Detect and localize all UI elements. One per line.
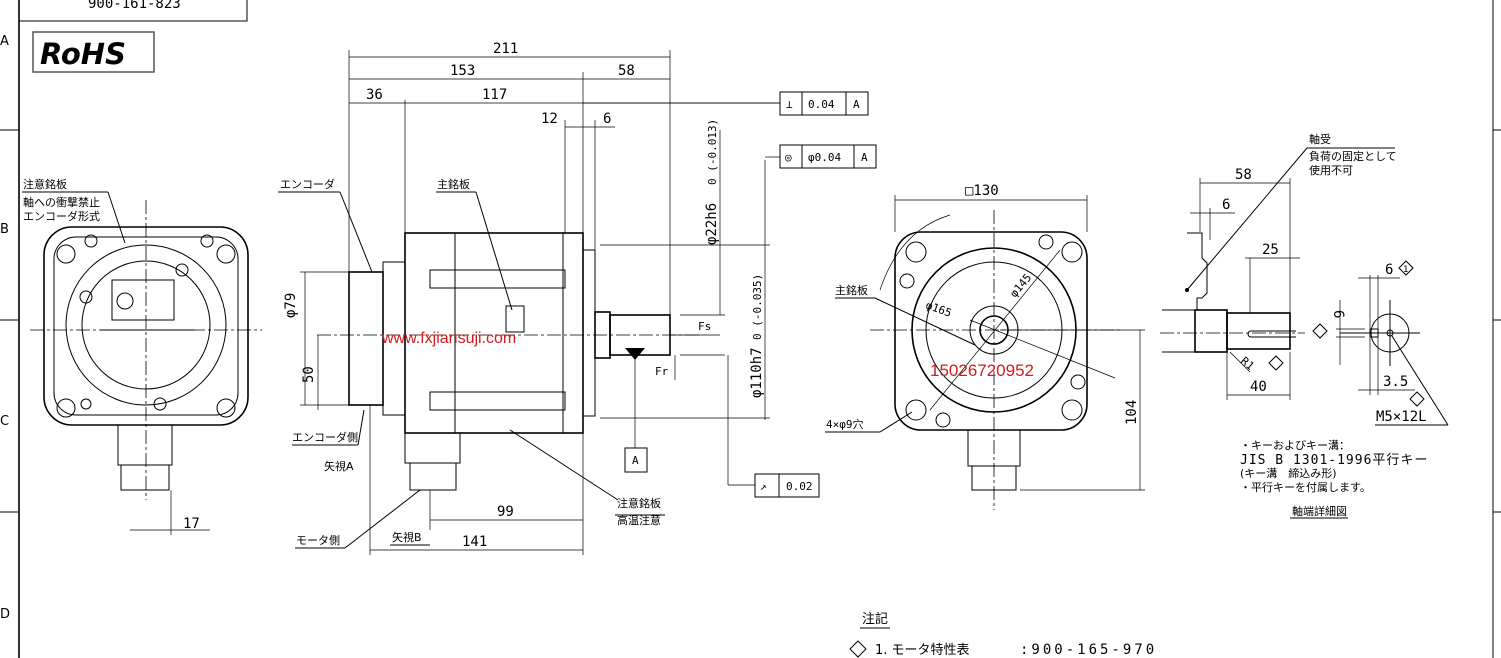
dim-104: 104 — [1124, 400, 1140, 425]
dim-50: 50 — [301, 366, 317, 383]
watermark-url: www.fxjiansuji.com — [381, 330, 516, 347]
dim-153: 153 — [450, 63, 475, 79]
dim-12: 12 — [541, 111, 558, 127]
svg-text:A: A — [861, 151, 868, 164]
key-width: 6 — [1385, 262, 1393, 278]
gdt-perpendicularity: ⊥ 0.04 A — [779, 91, 869, 116]
motor-side-label: モータ側 — [296, 534, 340, 547]
force-fr: Fr — [655, 365, 669, 378]
shaft-diameter: φ22h6 — [704, 203, 720, 245]
encoder-side-label: エンコーダ側 — [292, 430, 358, 444]
notes-heading: 注記 — [862, 611, 888, 627]
front-square-dim: □130 — [965, 183, 999, 199]
note-1-label: 1. モータ特性表 — [875, 643, 970, 658]
dim-58: 58 — [618, 63, 635, 79]
svg-text:φ0.04: φ0.04 — [808, 151, 841, 164]
detail-dim-58: 58 — [1235, 167, 1252, 183]
dim-phi79: φ79 — [283, 293, 299, 318]
svg-text:0.02: 0.02 — [786, 480, 813, 493]
detail-dim-6: 6 — [1222, 197, 1230, 213]
rohs-logo-box — [32, 31, 155, 73]
watermark-phone: 15026720952 — [930, 361, 1034, 380]
note-1-value: :900-165-970 — [1020, 642, 1157, 658]
caution-text-encoder: エンコーダ形式 — [23, 209, 100, 223]
bearing-note-2: 使用不可 — [1309, 164, 1353, 177]
front-view — [825, 195, 1145, 510]
dim-99: 99 — [497, 504, 514, 520]
zone-a: A — [0, 34, 9, 49]
datum-a: A — [632, 454, 639, 467]
detail-dim-40: 40 — [1250, 379, 1267, 395]
revision-mark-icon — [849, 640, 867, 658]
key-note-2: JIS B 1301-1996平行キー — [1240, 453, 1428, 468]
rohs-logo: RoHS — [40, 37, 126, 71]
dim-141: 141 — [462, 534, 487, 550]
key-height: 6 — [1330, 310, 1346, 318]
detail-r1: R1 — [1238, 354, 1257, 372]
zone-b: B — [0, 222, 9, 237]
front-main-plate-label: 主銘板 — [835, 283, 868, 297]
svg-text:↗: ↗ — [760, 480, 767, 493]
force-fs: Fs — [698, 320, 711, 333]
svg-text:◎: ◎ — [785, 151, 792, 164]
dim-6: 6 — [603, 111, 611, 127]
caution-text-shock: 軸への衝撃禁止 — [23, 195, 100, 209]
encoder-label: エンコーダ — [280, 177, 335, 191]
view-a-label: 矢視A — [324, 459, 354, 473]
main-plate-label: 主銘板 — [437, 177, 470, 191]
spigot-diameter: φ110h7 — [749, 347, 765, 398]
shaft-tolerance: 0 (-0.013) — [706, 119, 719, 185]
high-temp-label: 高温注意 — [617, 513, 661, 527]
dim-36: 36 — [366, 87, 383, 103]
drawing-number-box — [18, 0, 248, 22]
zone-c: C — [0, 414, 9, 429]
side-view — [278, 50, 780, 555]
drawing-number: 900-161-823 — [88, 0, 181, 12]
zone-d: D — [0, 607, 10, 622]
caution-plate-label-side: 注意銘板 — [617, 496, 661, 510]
revision-mark-icons: 1 — [1268, 260, 1425, 407]
dim-117: 117 — [482, 87, 507, 103]
detail-dim-3-5: 3.5 — [1383, 374, 1408, 390]
key-note-1: ・キーおよびキー溝： — [1240, 439, 1350, 452]
svg-text:⊥: ⊥ — [786, 98, 793, 111]
detail-dim-25: 25 — [1262, 242, 1279, 258]
datum-a-box — [624, 447, 648, 473]
bearing-label: 軸受 — [1309, 132, 1331, 146]
end-view — [22, 191, 262, 535]
view-b-label: 矢視B — [392, 530, 422, 544]
key-note-3: (キー溝 締込み形) — [1240, 466, 1337, 480]
dim-17: 17 — [183, 516, 200, 532]
dim-211: 211 — [493, 41, 518, 57]
gdt-concentricity: ◎ φ0.04 A — [779, 144, 877, 169]
svg-text:0.04: 0.04 — [808, 98, 835, 111]
bearing-note-1: 負荷の固定として — [1309, 149, 1397, 163]
dim-phi145: φ145 — [1007, 271, 1034, 300]
key-note-4: ・平行キーを付属します。 — [1240, 481, 1371, 494]
shaft-detail — [1160, 147, 1449, 519]
tap-size: M5×12L — [1376, 409, 1427, 425]
dim-phi165: φ165 — [924, 299, 953, 320]
detail-title: 軸端詳細図 — [1292, 504, 1347, 518]
caution-plate-label: 注意銘板 — [23, 177, 67, 191]
gdt-runout: ↗ 0.02 — [754, 473, 820, 498]
holes-label: 4×φ9穴 — [826, 417, 864, 431]
svg-text:A: A — [853, 98, 860, 111]
svg-text:1: 1 — [1403, 265, 1408, 275]
spigot-tolerance: 0 (-0.035) — [751, 274, 764, 340]
